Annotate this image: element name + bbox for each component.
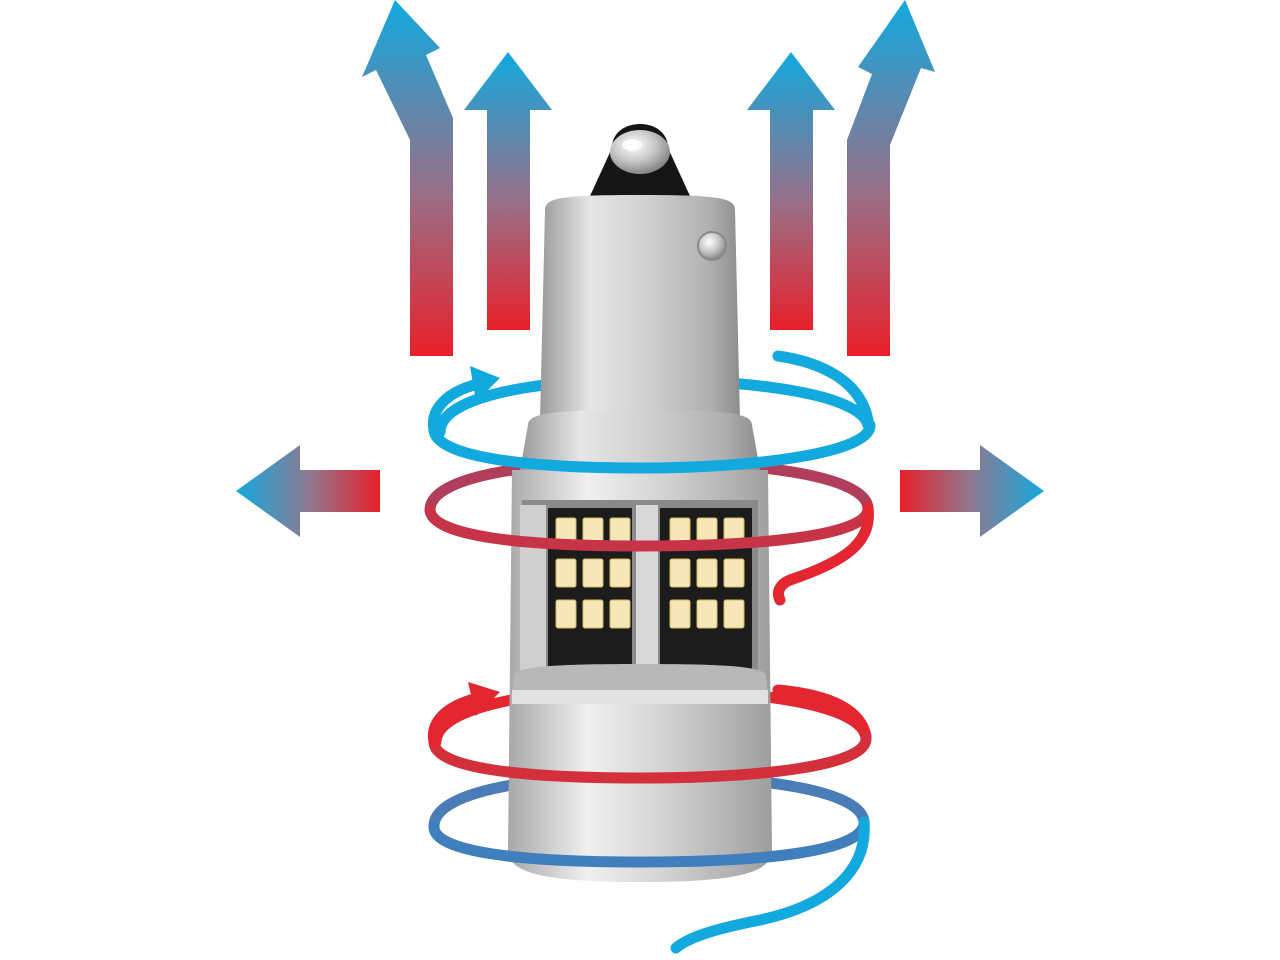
bulb-base-cap [540, 195, 740, 420]
led-chip [723, 599, 745, 629]
side-arrow-right [900, 445, 1044, 537]
led-chip [582, 558, 604, 588]
up-arrow-inner-left [464, 52, 552, 330]
bayonet-pin [697, 231, 727, 261]
bulb-lower-ring [512, 690, 768, 704]
led-chip [723, 558, 745, 588]
led-chip [555, 558, 577, 588]
airflow-spiral-top [424, 350, 876, 606]
airflow-spiral-bottom [427, 682, 872, 954]
hot-air-up-arrows [362, 0, 935, 356]
led-chip [555, 599, 577, 629]
led-chip [609, 599, 631, 629]
hot-air-side-arrows [236, 445, 1044, 537]
led-chip [582, 599, 604, 629]
led-chip [609, 558, 631, 588]
spiral-arrowhead-bottom [468, 682, 500, 716]
up-arrow-inner-right [747, 52, 835, 330]
up-arrow-outer-left [362, 0, 453, 356]
up-arrow-outer-right [847, 0, 935, 356]
spiral-arrowhead-top [470, 366, 500, 402]
led-chip [696, 558, 718, 588]
led-chip [669, 599, 691, 629]
led-bulb [508, 124, 772, 882]
side-arrow-left [236, 445, 380, 537]
led-chip [669, 558, 691, 588]
led-chip [696, 599, 718, 629]
